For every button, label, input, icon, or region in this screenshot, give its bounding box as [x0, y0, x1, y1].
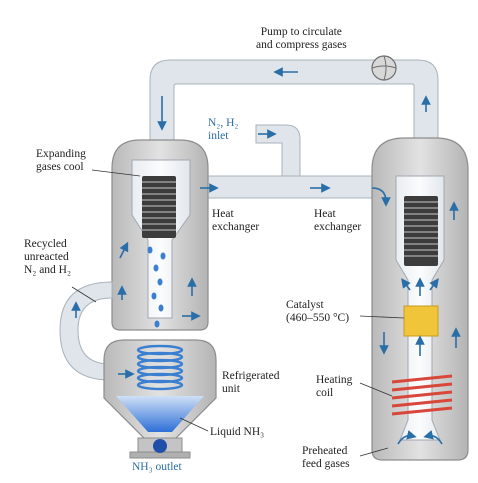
heating-coil-icon [391, 374, 453, 416]
pump-label: Pump to circulate and compress gases [256, 26, 347, 52]
heat-exchanger-coil-icon [142, 176, 176, 238]
recycled-label-line3: N₂ and H₂ [24, 264, 71, 276]
leader-lines [71, 169, 405, 457]
heat-exchanger-right-label-line1: Heat [314, 208, 336, 220]
heat-exchanger-left-label: Heat exchanger [212, 208, 259, 234]
flow-arrows [71, 67, 461, 445]
expanding-gases-label: Expanding gases cool [36, 148, 86, 174]
heating-coil-label-line2: coil [316, 387, 334, 399]
heat-exchanger-right-label-line2: exchanger [314, 221, 362, 233]
refrigerated-label: Refrigerated unit [222, 370, 279, 396]
n2h2-inlet-label-line2: inlet [208, 130, 229, 142]
liquid-ammonia [116, 396, 204, 432]
nh3-outlet-label: NH₃ outlet [132, 461, 182, 473]
heat-exchanger-left-label-line1: Heat [212, 208, 234, 220]
outlet-valve-icon [129, 437, 191, 459]
heat-exchanger-right-label: Heat exchanger [314, 208, 361, 234]
preheated-feed-label: Preheated feed gases [302, 445, 350, 471]
catalyst-label-line2: (460–550 °C) [286, 312, 350, 324]
catalyst-label: Catalyst (460–550 °C) [286, 299, 349, 325]
n2h2-inlet-pipe [255, 124, 301, 177]
heat-exchanger-left-label-line2: exchanger [212, 221, 260, 233]
recycled-label-line2: unreacted [24, 251, 69, 263]
reactor-heat-exchanger-coil-icon [404, 196, 438, 266]
catalyst-bed-icon [403, 305, 439, 337]
condensate-droplets [147, 246, 166, 328]
refrigeration-coil-icon [136, 344, 184, 391]
pump-icon [371, 55, 397, 81]
n2h2-inlet-label: N₂, H₂ inlet [208, 117, 238, 143]
refrigerated-label-line2: unit [222, 383, 240, 395]
catalyst-label-line1: Catalyst [286, 299, 324, 311]
recycled-label: Recycled unreacted N₂ and H₂ [24, 238, 71, 277]
expanding-gases-label-line2: gases cool [36, 161, 84, 173]
expanding-gases-label-line1: Expanding [36, 148, 86, 160]
pump-label-line2: and compress gases [256, 39, 347, 51]
n2h2-inlet-label-line1: N₂, H₂ [208, 117, 239, 129]
preheated-feed-label-line2: feed gases [302, 458, 350, 470]
heating-coil-label: Heating coil [316, 374, 352, 400]
recycled-label-line1: Recycled [24, 238, 67, 250]
connector-pipe [199, 175, 386, 199]
liquid-nh3-label: Liquid NH₃ [210, 426, 265, 438]
pump-label-line1: Pump to circulate [260, 26, 342, 38]
preheated-feed-label-line1: Preheated [302, 445, 348, 457]
refrigerated-label-line1: Refrigerated [222, 370, 280, 382]
heating-coil-label-line1: Heating [316, 374, 353, 386]
